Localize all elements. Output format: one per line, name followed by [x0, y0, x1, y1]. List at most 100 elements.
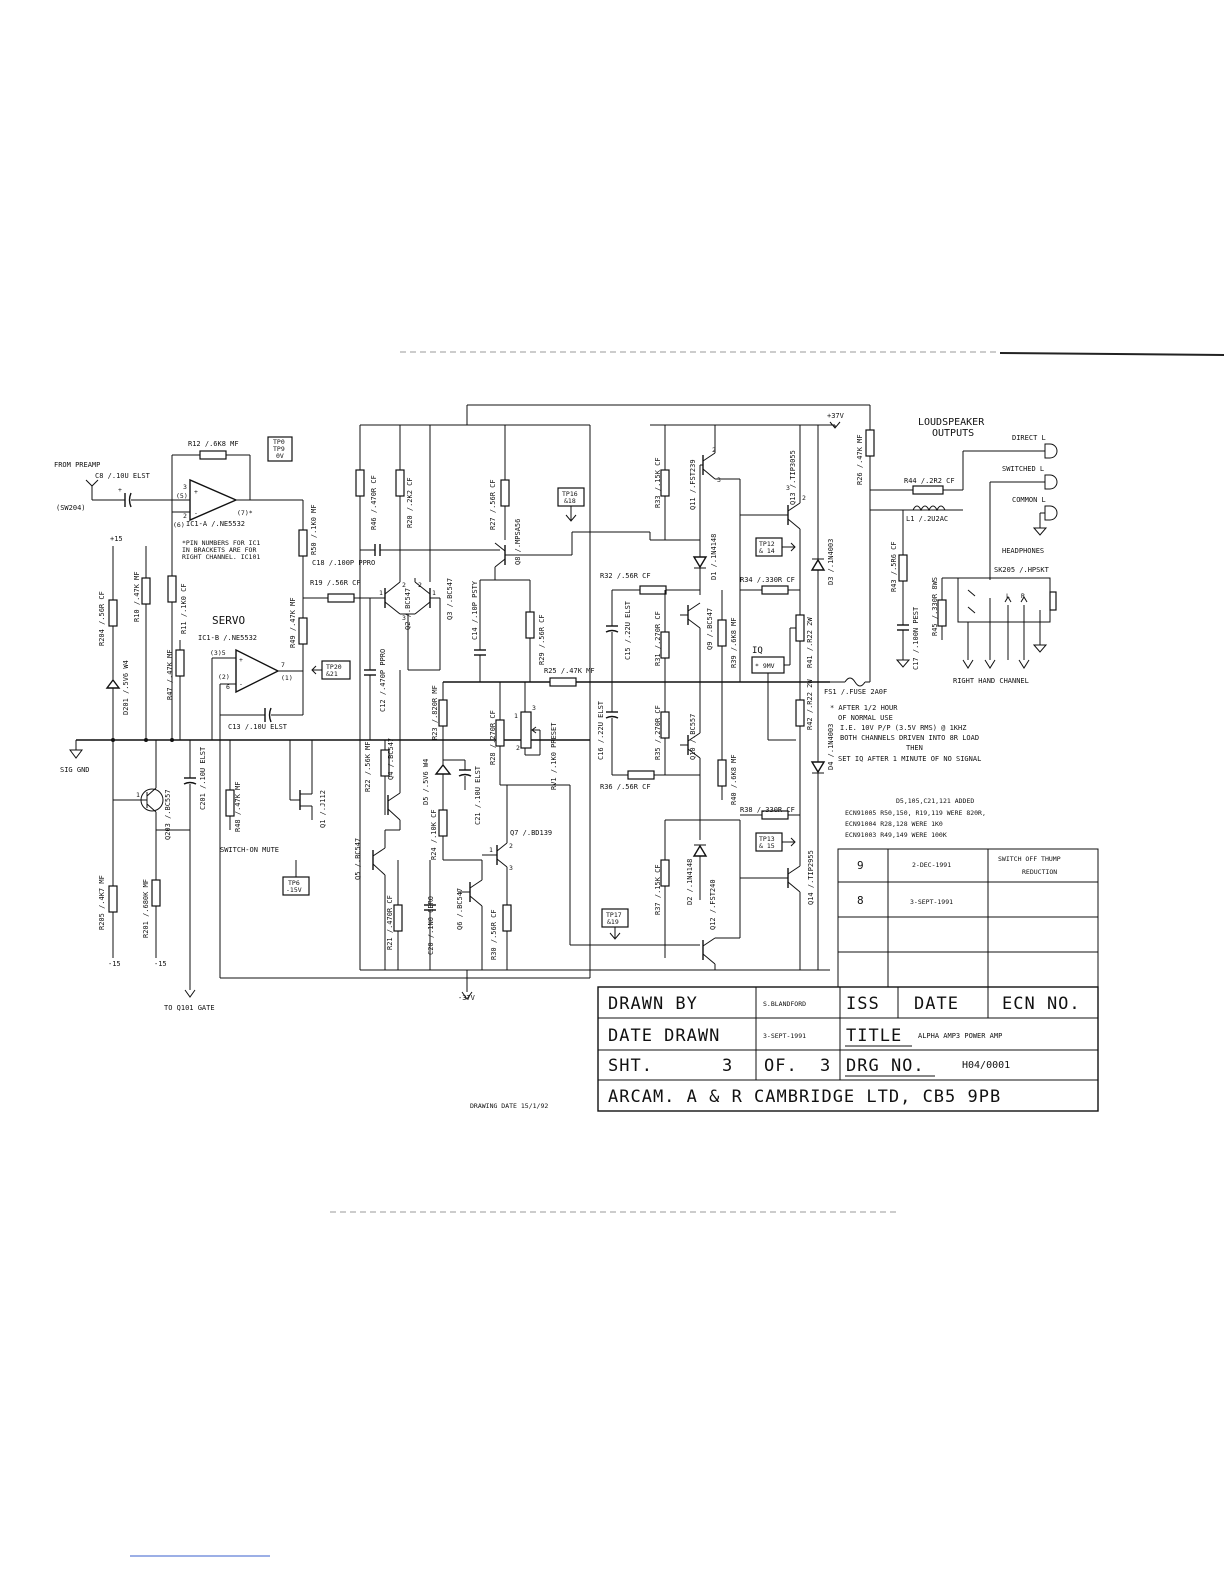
r47-resistor [175, 649, 185, 677]
fs1-fuse [844, 677, 866, 687]
title-block: DRAWN BY S.BLANDFORD ISS DATE ECN NO. DA… [597, 986, 1099, 1112]
q13-label: Q13 /.TIP3055 [789, 450, 797, 505]
r41-resistor [795, 614, 805, 642]
ecn-note: ECN91004 R28,128 WERE 1K0 [845, 820, 943, 828]
ground-icon [69, 749, 83, 759]
svg-text:TP12: TP12 [759, 540, 775, 548]
r19-label: R19 /.56R CF [310, 579, 361, 587]
jack-r-contact-icon [1020, 596, 1028, 603]
to-q101-label: TO Q101 GATE [164, 1004, 215, 1012]
r38-label: R38 /.330R CF [740, 806, 795, 814]
svg-text:(5): (5) [176, 492, 188, 500]
svg-text:2: 2 [516, 744, 520, 752]
rv1-label: RV1 /.1K0 PRESET [550, 722, 558, 790]
r26-resistor [865, 429, 875, 457]
revision-table: 9 2-DEC-1991 SWITCH OFF THUMP REDUCTION … [837, 848, 1099, 988]
ic1a-opamp [189, 478, 238, 522]
r22-label: R22 /.56K MF [364, 741, 372, 792]
r24-resistor [438, 809, 448, 837]
svg-text:-15V: -15V [286, 886, 302, 894]
svg-text:3: 3 [509, 864, 513, 872]
r20-resistor [395, 469, 405, 497]
svg-text:3: 3 [532, 704, 536, 712]
svg-text:3: 3 [786, 484, 790, 492]
q203-label: Q203 /.BC557 [164, 789, 172, 840]
r23-resistor [438, 699, 448, 727]
fs1-label: FS1 /.FUSE 2A0F [824, 688, 887, 696]
c12-label: C12 /.470P PPRO [379, 649, 387, 712]
c20-label: C20 /.1N0 CERO [427, 896, 435, 955]
svg-text:&21: &21 [326, 670, 338, 678]
r30-resistor [502, 904, 512, 932]
r30-label: R30 /.56R CF [490, 909, 498, 960]
d2-label: D2 /.1N4148 [686, 859, 694, 905]
q4-label: Q4 /.BC547 [387, 738, 395, 780]
q14-label: Q14 /.TIP2955 [807, 850, 815, 905]
r31-label: R31 /.270R CF [654, 611, 662, 666]
svg-text:TP13: TP13 [759, 835, 775, 843]
ecn-note: ECN91005 R50,150, R19,119 WERE 820R, [845, 809, 986, 817]
svg-text:2: 2 [402, 581, 406, 589]
svg-text:R: R [1021, 592, 1025, 600]
r48-label: R48 /.47K MF [234, 781, 242, 832]
svg-text:OUTPUTS: OUTPUTS [932, 428, 974, 439]
r12-label: R12 /.6K8 MF [188, 440, 239, 448]
r47-label: R47 /.47K MF [166, 649, 174, 700]
rev-date: 2-DEC-1991 [912, 861, 951, 869]
c18-label: C18 /.100P PPRO [312, 559, 375, 567]
q5-label: Q5 /.BC547 [354, 838, 362, 880]
to-q101-arrow-icon [184, 989, 196, 998]
q12-label: Q12 /.FST240 [709, 879, 717, 930]
from-preamp-label: FROM PREAMP [54, 461, 100, 469]
r23-label: R23 /.820R MF [431, 685, 439, 740]
svg-text:* 9MV: * 9MV [755, 662, 775, 670]
rv1-wiper-icon [531, 726, 540, 734]
ic1b-label: IC1-B /.NE5532 [198, 634, 257, 642]
q1-label: Q1 /.J112 [319, 790, 327, 828]
svg-text:1: 1 [379, 589, 383, 597]
scan-edge-top-right [999, 352, 1224, 356]
tp20-arrow-icon [311, 665, 322, 675]
svg-text:TP0: TP0 [273, 438, 285, 446]
svg-text:& 14: & 14 [759, 547, 775, 555]
svg-text:+: + [118, 486, 122, 494]
c8-plate-curved [128, 492, 132, 508]
r25-resistor [549, 677, 577, 687]
loudspeaker-label: LOUDSPEAKER [918, 417, 985, 428]
notes: * AFTER 1/2 HOUR OF NORMAL USE I.E. 10V … [470, 704, 986, 1110]
d201-label: D201 /.5V6 W4 [122, 660, 130, 715]
svg-text:(7)*: (7)* [237, 509, 253, 517]
r19-resistor [327, 593, 355, 603]
svg-text:2: 2 [802, 494, 806, 502]
input-arrow-icon [85, 479, 99, 487]
drawn-by-value: S.BLANDFORD [763, 1000, 806, 1008]
svg-text:+: + [239, 656, 243, 664]
servo-label: SERVO [212, 614, 245, 627]
common-l-label: COMMON L [1012, 496, 1046, 504]
plus37-label: +37V [827, 412, 845, 420]
input-pair-stage: R46 /.470R CF R20 /.2K2 CF C18 /.100P PP… [303, 404, 870, 1002]
r49-label: R49 /.47K MF [289, 597, 297, 648]
rev-ecn: SWITCH OFF THUMP [998, 855, 1061, 863]
r33-label: R33 /.15K CF [654, 457, 662, 508]
ic1a-label: IC1-A /.NE5532 [186, 520, 245, 528]
svg-text:-15: -15 [108, 960, 121, 968]
svg-text:RIGHT CHANNEL. IC101: RIGHT CHANNEL. IC101 [182, 553, 260, 561]
switch-on-mute-label: SWITCH-ON MUTE [220, 846, 279, 854]
right-channel-arrow-2 [984, 659, 996, 669]
r201-resistor [151, 879, 161, 907]
svg-text:TP6: TP6 [288, 879, 300, 887]
r35-resistor [660, 711, 670, 739]
r50-label: R50 /.1K0 MF [310, 504, 318, 555]
direct-l-label: DIRECT L [1012, 434, 1046, 442]
r37-resistor [660, 859, 670, 887]
rev-date: 3-SEPT-1991 [910, 898, 953, 906]
of-value: 3 [820, 1056, 831, 1076]
svg-text:1: 1 [489, 846, 493, 854]
r204-label: R204 /.56R CF [98, 591, 106, 646]
d2-diode [692, 844, 708, 857]
q8-label: Q8 /.MPSA56 [514, 519, 522, 565]
svg-text:*PIN NUMBERS FOR IC1: *PIN NUMBERS FOR IC1 [182, 539, 260, 547]
q7-label: Q7 /.BD139 [510, 829, 552, 837]
